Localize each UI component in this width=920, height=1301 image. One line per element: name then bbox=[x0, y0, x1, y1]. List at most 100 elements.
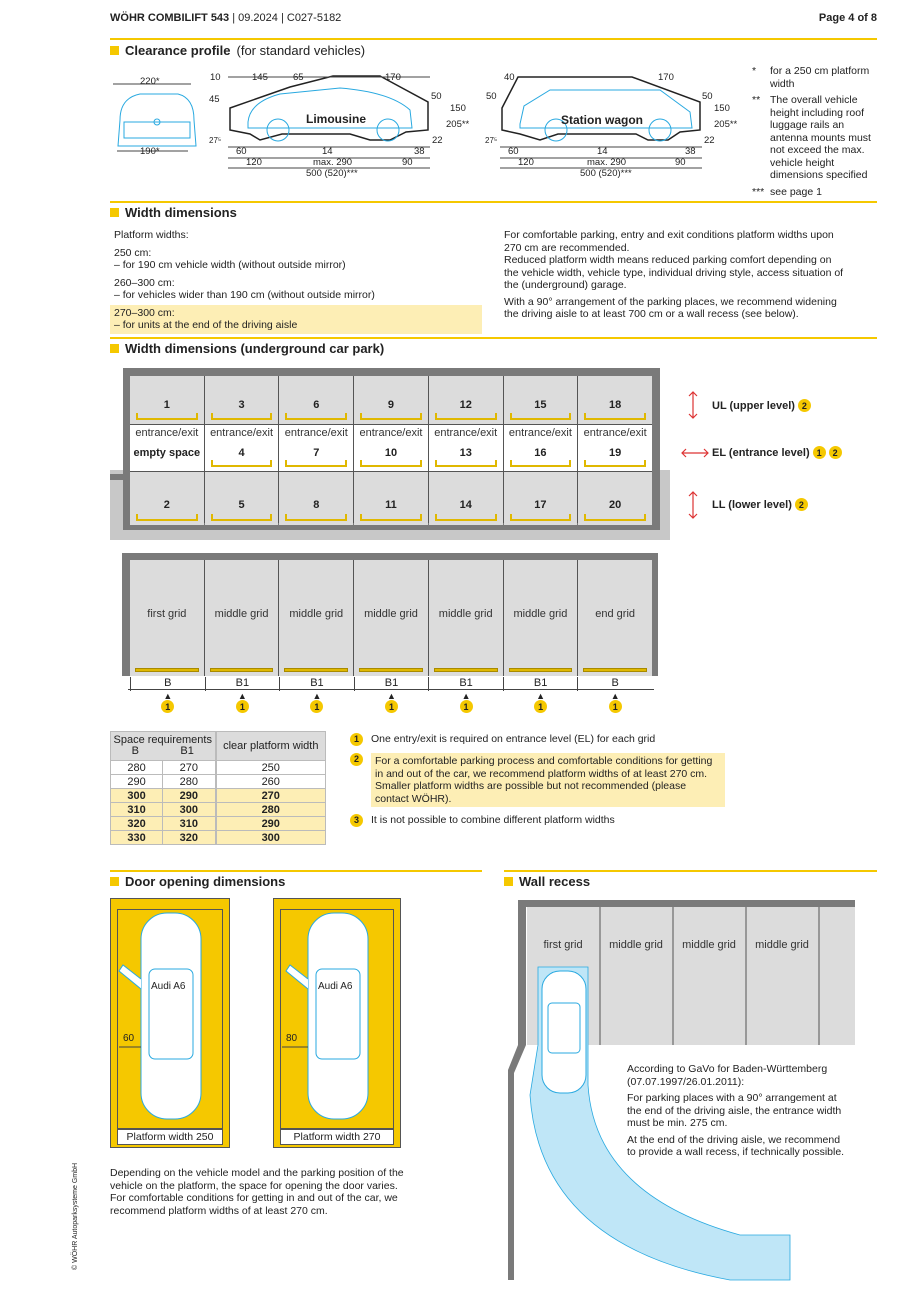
header-label: Space requirements bbox=[113, 734, 212, 746]
platform-bracket bbox=[210, 413, 273, 420]
parking-space: 8 bbox=[279, 472, 354, 525]
divider bbox=[110, 201, 877, 203]
note-marker: 1 bbox=[384, 700, 398, 713]
vertical-arrow-icon bbox=[688, 491, 698, 519]
table-cell: 330 bbox=[109, 830, 164, 845]
grid-cell: middle grid bbox=[503, 560, 578, 676]
dim: 90 bbox=[675, 157, 686, 168]
space-number: 8 bbox=[313, 499, 320, 511]
text: According to GaVo for Baden-Württemberg … bbox=[627, 1063, 828, 1088]
up-arrow-icon: ▲ bbox=[387, 691, 396, 701]
platform-bracket bbox=[509, 514, 572, 521]
parking-space: 3 bbox=[204, 376, 279, 424]
table-cell: 280 bbox=[215, 802, 326, 817]
dim: 27⁵ bbox=[209, 136, 221, 145]
table-cell: 320 bbox=[109, 816, 164, 831]
copyright: © WÖHR Autoparksysteme GmbH bbox=[72, 1162, 79, 1270]
space-number: 17 bbox=[534, 499, 547, 511]
ground-edge bbox=[110, 474, 124, 480]
grid-cell: middle grid bbox=[354, 560, 428, 676]
grid-label: middle grid bbox=[214, 608, 269, 620]
platform-bracket bbox=[285, 460, 348, 467]
text: For comfortable parking, entry and exit … bbox=[504, 229, 834, 254]
door-diagram: Audi A6 80 Platform width 270 bbox=[273, 898, 401, 1148]
dim-label: B1 bbox=[235, 677, 250, 689]
dim: 22 bbox=[432, 135, 443, 146]
platform-bracket bbox=[584, 514, 646, 521]
level-ul: UL (upper level)2 bbox=[712, 399, 811, 412]
vertical-arrow-icon bbox=[688, 391, 698, 419]
parking-space: 2 bbox=[130, 472, 204, 525]
door-text: Depending on the vehicle model and the p… bbox=[110, 1167, 404, 1217]
space-number: 5 bbox=[238, 499, 245, 511]
table-cell: 300 bbox=[215, 830, 326, 845]
text: Reduced platform width means reduced par… bbox=[504, 254, 844, 291]
platform-bracket bbox=[360, 460, 422, 467]
platform-bracket bbox=[434, 413, 497, 420]
platform-width-label: Platform width 250 bbox=[117, 1129, 223, 1145]
platform-bracket bbox=[285, 514, 348, 521]
dim: 170 bbox=[385, 72, 401, 83]
up-arrow-icon: ▲ bbox=[163, 691, 173, 701]
entrance-label: entrance/exit bbox=[359, 427, 423, 439]
grid-dimension: B1▲1 bbox=[353, 677, 429, 713]
platform-bar bbox=[583, 668, 647, 672]
platform-bracket bbox=[210, 460, 273, 467]
platform-bracket bbox=[509, 460, 572, 467]
dim: 38 bbox=[685, 146, 696, 157]
car-top-icon bbox=[285, 912, 369, 1120]
note-marker: 2 bbox=[828, 446, 842, 459]
car-label: Audi A6 bbox=[318, 981, 353, 992]
col-b: B bbox=[131, 745, 140, 757]
section-title: Width dimensions (underground car park) bbox=[125, 341, 385, 356]
dim: 60 bbox=[508, 146, 519, 157]
level-ll: LL (lower level)2 bbox=[712, 498, 808, 511]
platform-bracket bbox=[360, 413, 422, 420]
horizontal-arrow-icon bbox=[681, 448, 709, 458]
note-marker: 2 bbox=[794, 498, 808, 511]
space-number: 18 bbox=[609, 399, 622, 411]
table-cell: 320 bbox=[162, 830, 217, 845]
table-cell: 300 bbox=[109, 788, 164, 803]
text: – for 190 cm vehicle width (without outs… bbox=[114, 259, 346, 271]
entrance-label: entrance/exit bbox=[508, 427, 572, 439]
space-number: 2 bbox=[163, 499, 170, 511]
dim: 45 bbox=[209, 94, 220, 105]
parking-space: 5 bbox=[204, 472, 279, 525]
note-marker: 1 bbox=[161, 700, 175, 713]
swept-path bbox=[529, 966, 791, 1281]
note-marker: 1 bbox=[459, 700, 473, 713]
car-top-icon bbox=[541, 970, 587, 1094]
table-cell: 310 bbox=[162, 816, 217, 831]
dim: 120 bbox=[518, 157, 534, 168]
door-dim: 80 bbox=[286, 1033, 298, 1044]
platform-bar bbox=[284, 668, 349, 672]
table-cell: 280 bbox=[162, 774, 217, 789]
section-title: Clearance profile bbox=[125, 43, 231, 58]
clearance-footnotes: *for a 250 cm platform width **The overa… bbox=[752, 65, 882, 198]
platform-bracket bbox=[136, 514, 198, 521]
parking-space: 18 bbox=[578, 376, 652, 424]
dim: 50 bbox=[702, 91, 713, 102]
text: Platform widths: bbox=[114, 229, 189, 241]
grid-label: end grid bbox=[595, 608, 636, 620]
parking-space: 11 bbox=[354, 472, 428, 525]
front-width-bottom: 190* bbox=[140, 146, 160, 157]
grid-label: middle grid bbox=[513, 608, 568, 620]
space-number: 4 bbox=[238, 447, 245, 459]
dim-label: B bbox=[611, 677, 619, 689]
grid-cell: middle grid bbox=[428, 560, 503, 676]
dim: 500 (520)*** bbox=[580, 168, 632, 179]
grid-dimension: B1▲1 bbox=[204, 677, 280, 713]
space-number: 16 bbox=[534, 447, 547, 459]
